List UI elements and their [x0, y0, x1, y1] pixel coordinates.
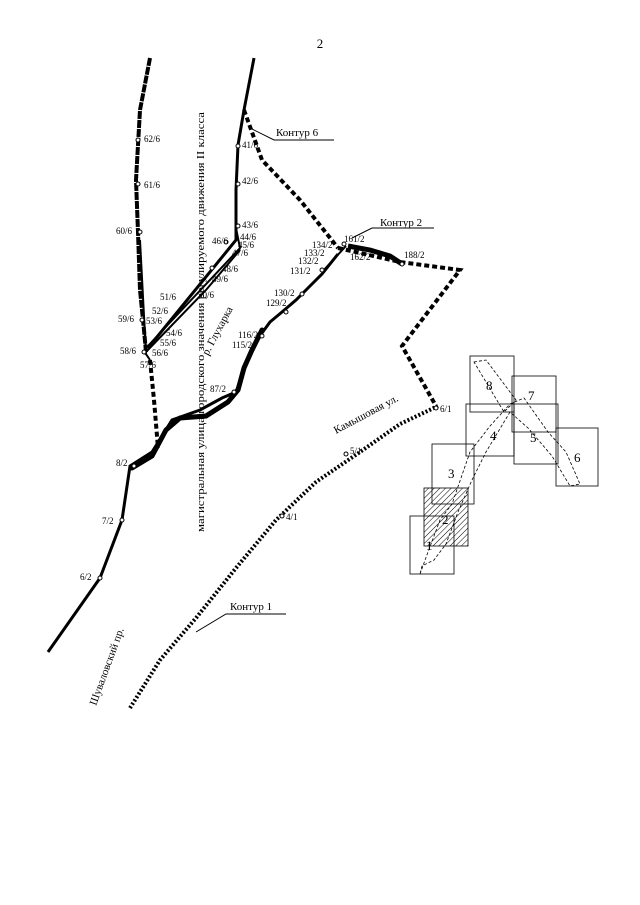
point-label: 50/6 [198, 290, 215, 300]
road-link-2 [321, 245, 347, 273]
kontur6-outline [242, 109, 340, 250]
point-label: 44/6 [240, 232, 257, 242]
road-center-line [146, 57, 256, 349]
point-label: 116/2 [238, 330, 258, 340]
point-label: 49/6 [212, 274, 229, 284]
point-label: 87/2 [210, 384, 226, 394]
point-label: 5/1 [350, 446, 362, 456]
point-label: 61/6 [144, 180, 161, 190]
point-label: 161/2 [344, 234, 365, 244]
kontur2-solid-segment [347, 243, 404, 267]
point-label: 54/6 [166, 328, 183, 338]
sheet-layout-inset [409, 355, 599, 575]
inset-sheet-2: 2 [442, 512, 449, 527]
point-label: 41/6 [242, 140, 259, 150]
kontur6-label: Контур 6 [276, 127, 319, 139]
road-link [139, 239, 151, 361]
point-label: 62/6 [144, 134, 161, 144]
point-label: 131/2 [290, 266, 311, 276]
point-label: 52/6 [152, 306, 169, 316]
shuvalovsky-left-edge [46, 253, 340, 653]
point-label: 4/1 [286, 512, 298, 522]
point-label: 57/6 [140, 360, 157, 370]
inset-sheet-4: 4 [490, 428, 497, 443]
point-label: 129/2 [266, 298, 287, 308]
point-label: 42/6 [242, 176, 259, 186]
point-label: 45/6 [238, 240, 255, 250]
point-label: 53/6 [146, 316, 163, 326]
point-label: 134/2 [312, 240, 333, 250]
inset-sheet-8: 8 [486, 378, 493, 393]
kontur2-label: Контур 2 [380, 217, 422, 229]
point-label: 51/6 [160, 292, 177, 302]
kontur6-leader [249, 127, 334, 141]
point-label: 7/2 [102, 516, 114, 526]
point-label: 58/6 [120, 346, 137, 356]
kontur2-outline [337, 246, 464, 407]
shuvalovsky-street-label: Шуваловский пр. [88, 626, 127, 707]
point-label: 188/2 [404, 250, 425, 260]
kontur6-left-dashed [148, 359, 160, 449]
point-label: 60/6 [116, 226, 133, 236]
point-label: 59/6 [118, 314, 135, 324]
kontur1-label: Контур 1 [230, 601, 272, 613]
point-label: 43/6 [242, 220, 259, 230]
point-label: 132/2 [298, 256, 319, 266]
point-label: 115/2 [232, 340, 252, 350]
point-label: 6/1 [440, 404, 452, 414]
point-label: 46/6 [212, 236, 229, 246]
point-label: 55/6 [160, 338, 177, 348]
point-label: 47/6 [232, 248, 249, 258]
kontur2-leader [351, 227, 434, 239]
inset-sheet-5: 5 [530, 430, 537, 445]
point-label: 133/2 [304, 248, 325, 258]
point-markers [97, 137, 439, 581]
point-label: 48/6 [222, 264, 239, 274]
kontur1-edge [128, 404, 439, 710]
inset-sheet-1: 1 [426, 538, 433, 553]
road-diagonal-2 [145, 227, 242, 349]
inset-sheet-3: 3 [448, 466, 455, 481]
point-label: 8/2 [116, 458, 128, 468]
point-label: 130/2 [274, 288, 295, 298]
kontur1-leader [195, 613, 286, 633]
point-label: 6/2 [80, 572, 92, 582]
inset-sheet-7: 7 [528, 388, 535, 403]
page-number: 2 [316, 36, 324, 51]
magistral-street-label: магистральная улица городского значения … [195, 112, 207, 532]
road-diagonal-3 [143, 249, 241, 355]
inset-sheet-6: 6 [574, 450, 581, 465]
point-label: 162/2 [350, 252, 371, 262]
point-label: 56/6 [152, 348, 169, 358]
